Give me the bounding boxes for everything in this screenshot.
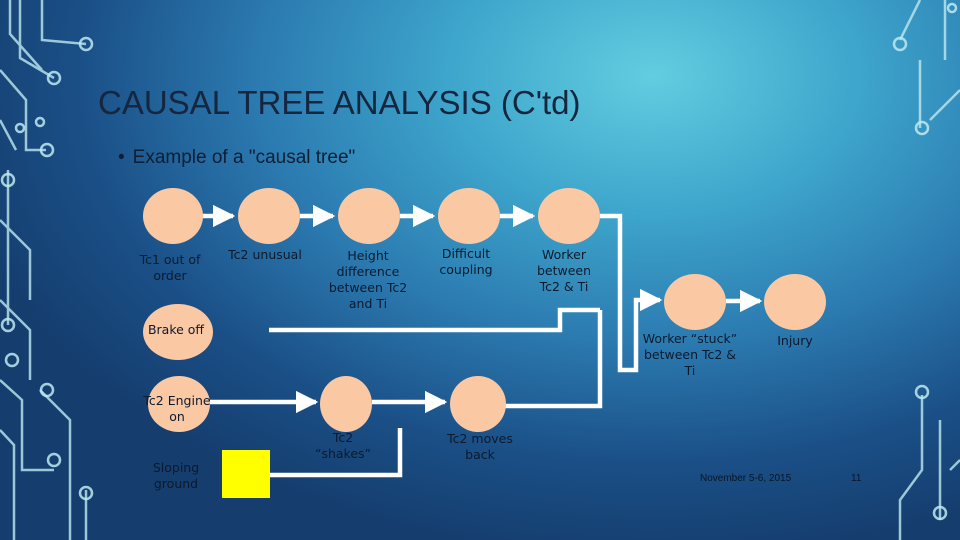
label-moves-back: Tc2 moves back (447, 431, 513, 462)
label-engine-on: Tc2 Engine on (143, 393, 211, 424)
bullet-icon: • (118, 147, 125, 168)
line-brake-off (269, 307, 600, 333)
node-sloping-ground (222, 450, 270, 498)
node-engine-on (148, 376, 210, 432)
label-tc1: Tc1 out of order (139, 252, 201, 283)
bullet-item: • Example of a "causal tree" (118, 147, 355, 169)
footer-date: November 5-6, 2015 (700, 473, 792, 484)
bullet-text: Example of a "causal tree" (132, 147, 356, 168)
label-coupling: Difficult coupling (439, 246, 493, 277)
arrow-worker-to-stuck (600, 213, 663, 373)
label-brake-off: Brake off (147, 322, 205, 337)
node-tc1 (143, 188, 203, 244)
slide-title: CAUSAL TREE ANALYSIS (C'td) (98, 84, 581, 121)
line-sloping-to-shakes (270, 428, 403, 478)
node-tc2-unusual (238, 188, 300, 244)
label-worker-between: Worker between Tc2 & Ti (536, 247, 592, 294)
label-injury: Injury (777, 333, 813, 348)
node-worker-between (538, 188, 600, 244)
node-brake-off (143, 304, 213, 360)
node-shakes (320, 376, 372, 432)
node-worker-stuck (664, 274, 726, 330)
node-injury (764, 274, 826, 330)
node-height (338, 188, 400, 244)
label-shakes: Tc2 “shakes” (314, 430, 372, 461)
label-sloping-ground: Sloping ground (152, 460, 200, 491)
label-tc2-unusual: Tc2 unusual (228, 247, 302, 262)
label-height: Height difference between Tc2 and Ti (328, 248, 408, 311)
label-worker-stuck: Worker “stuck” between Tc2 & Ti (642, 331, 738, 378)
footer-page-number: 11 (851, 473, 862, 484)
line-moves-back (502, 310, 603, 409)
node-coupling (438, 188, 500, 244)
node-moves-back (450, 376, 506, 432)
